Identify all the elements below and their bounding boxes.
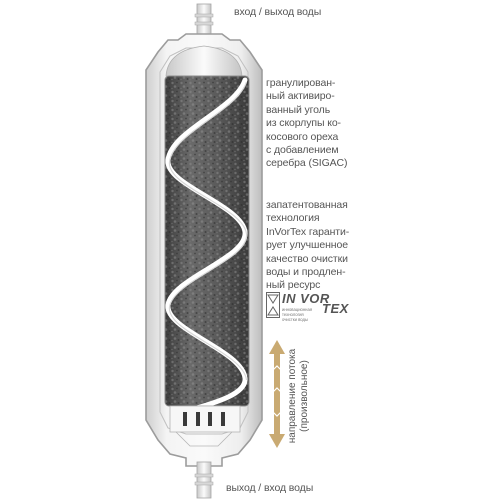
logo-emblem-icon: [266, 292, 280, 318]
top-cap: [165, 45, 243, 77]
top-nozzle: [194, 3, 214, 41]
flow-direction-label-box: направление потока (произвольное): [287, 340, 327, 450]
vortex-spiral: [165, 77, 248, 406]
inlet-label: вход / выход воды: [234, 6, 322, 18]
logo-word-invor: IN VOR: [282, 291, 330, 306]
outlet-label: выход / вход воды: [226, 482, 314, 494]
technology-description: запатентованная технология InVorTex гара…: [266, 199, 350, 292]
carbon-bed: [165, 76, 249, 406]
bottom-chamber: [169, 405, 241, 447]
invortex-logo: IN VOR TEX инновационная технология очис…: [266, 290, 376, 322]
bottom-nozzle: [194, 461, 214, 499]
flow-direction-arrow: [269, 340, 285, 448]
logo-word-tex: TEX: [322, 301, 349, 316]
housing-inner-wall: [159, 47, 249, 435]
flow-direction-label: направление потока (произвольное): [287, 348, 310, 444]
logo-tagline: инновационная технология очистки воды: [282, 307, 313, 322]
carbon-description: гранулирован- ный активиро- ванный уголь…: [266, 77, 348, 170]
